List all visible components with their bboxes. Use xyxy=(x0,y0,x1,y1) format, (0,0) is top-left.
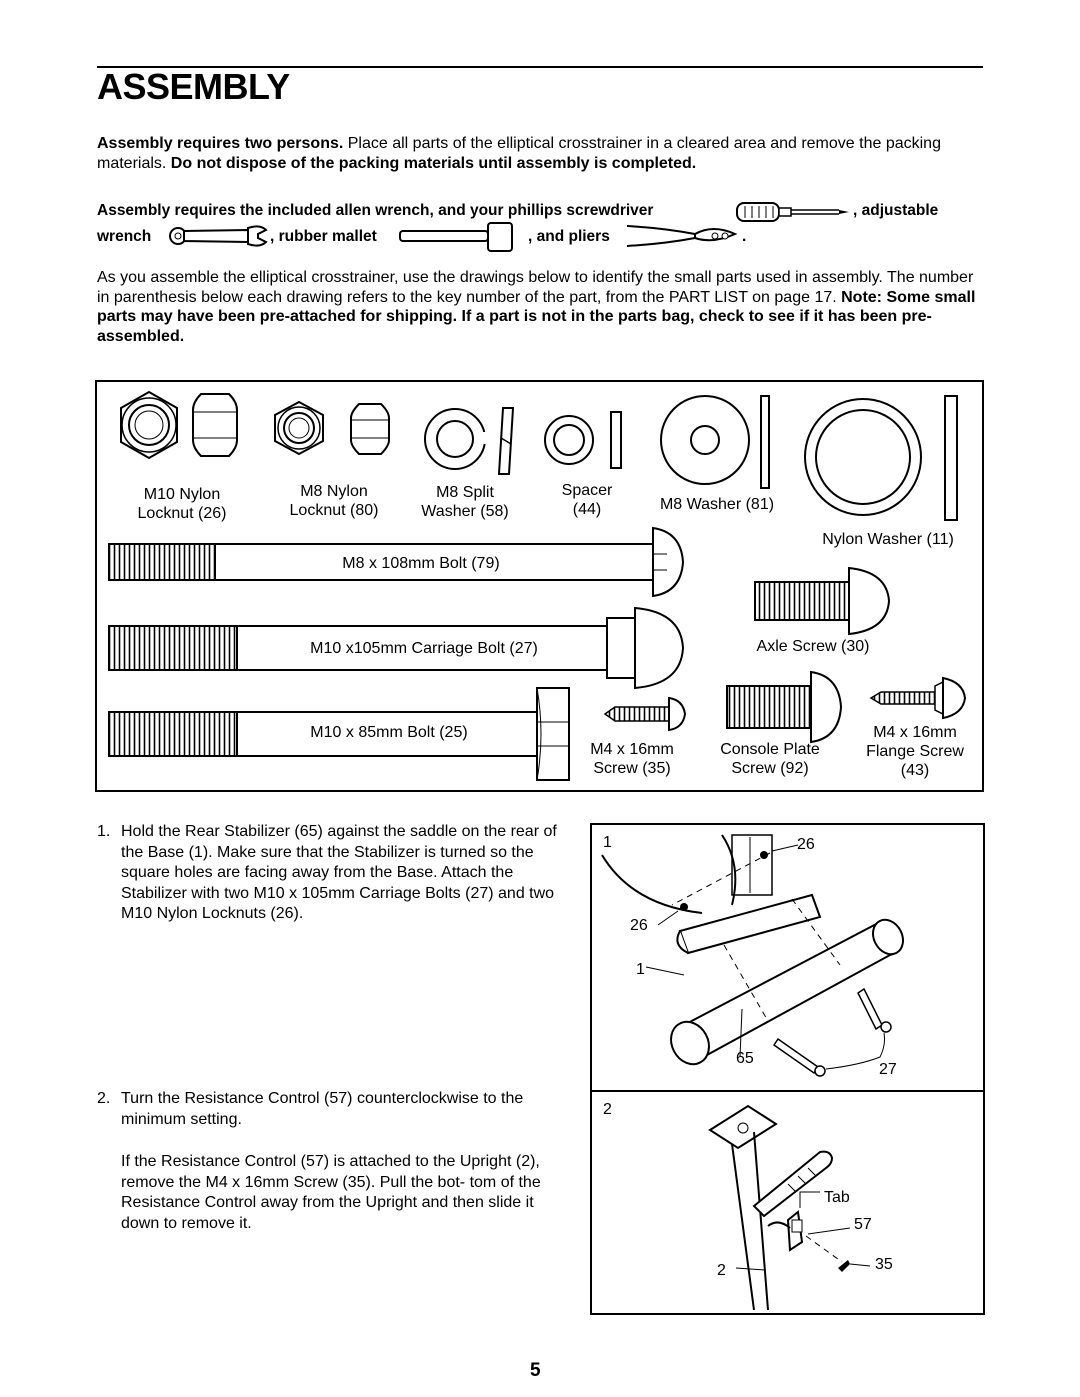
figure-2-step: 2 xyxy=(603,1101,612,1118)
m8-108mm-bolt-drawing xyxy=(108,526,685,598)
figure-1-label-b: 26 xyxy=(630,917,648,934)
intro-bold-1: Assembly requires two persons. xyxy=(97,135,344,152)
instructions-text: As you assemble the elliptical crosstrai… xyxy=(97,269,974,306)
rubber-mallet-icon xyxy=(399,222,513,252)
pliers-icon xyxy=(626,225,738,247)
label-axle-screw: Axle Screw (30) xyxy=(756,638,870,655)
figure-2: 2 Tab 57 2 35 xyxy=(590,1090,985,1315)
m8-locknut-drawing xyxy=(274,400,390,456)
instructions-paragraph: As you assemble the elliptical crosstrai… xyxy=(97,268,983,346)
label-m10-bolt: M10 x 85mm Bolt (25) xyxy=(310,724,468,741)
tools-lead: Assembly requires the included allen wre… xyxy=(97,202,654,219)
tools-adjustable: , adjustable xyxy=(853,202,939,219)
axle-screw-drawing xyxy=(754,566,891,636)
spacer-drawing xyxy=(544,411,622,469)
step-2-number: 2. xyxy=(97,1090,111,1107)
figure-2-label-tab: Tab xyxy=(824,1189,850,1206)
parts-drawings xyxy=(108,390,967,781)
step-2: 2. Turn the Resistance Control (57) coun… xyxy=(97,1089,567,1234)
figure-1-drawing xyxy=(601,834,904,1077)
step-1-number: 1. xyxy=(97,823,111,840)
figure-1-label-a: 26 xyxy=(797,836,815,853)
m10-locknut-drawing xyxy=(120,390,238,460)
console-plate-screw-drawing xyxy=(726,670,843,744)
figure-2-label-57: 57 xyxy=(854,1216,872,1233)
nylon-washer-drawing xyxy=(804,395,958,521)
m4-screw-drawing xyxy=(603,696,687,732)
m10-carriage-bolt-drawing xyxy=(108,606,685,690)
label-m8-washer: M8 Washer (81) xyxy=(659,496,775,513)
adjustable-wrench-icon xyxy=(169,225,268,247)
figure-2-label-2: 2 xyxy=(717,1262,726,1279)
m4-flange-screw-drawing xyxy=(869,676,967,720)
title-rule xyxy=(97,66,983,68)
intro-bold-2: Do not dispose of the packing materials … xyxy=(170,154,697,172)
figure-2-label-35: 35 xyxy=(875,1256,893,1273)
label-spacer: Spacer(44) xyxy=(561,482,613,518)
tools-mallet-label: , rubber mallet xyxy=(270,228,377,245)
figure-1-step: 1 xyxy=(603,834,612,851)
label-nylon-washer: Nylon Washer (11) xyxy=(822,531,954,548)
label-m8-bolt: M8 x 108mm Bolt (79) xyxy=(342,555,500,572)
figure-1: 1 26 26 1 65 27 xyxy=(590,823,985,1092)
screwdriver-icon xyxy=(736,202,849,222)
label-carriage-bolt: M10 x105mm Carriage Bolt (27) xyxy=(310,640,538,657)
m8-split-washer-drawing xyxy=(424,407,515,475)
step-2-text-2: If the Resistance Control (57) is attach… xyxy=(121,1153,541,1232)
figure-1-label-c: 1 xyxy=(636,961,645,978)
step-1: 1. Hold the Rear Stabilizer (65) against… xyxy=(97,822,567,925)
intro-text-1: Place all parts of the elliptical crosst… xyxy=(97,135,941,172)
tools-line-1: Assembly requires the included allen wre… xyxy=(97,202,653,220)
page-title: ASSEMBLY xyxy=(97,66,290,107)
step-1-text: Hold the Rear Stabilizer (65) against th… xyxy=(121,823,557,922)
intro-paragraph: Assembly requires two persons. Place all… xyxy=(97,134,983,173)
m10-85mm-bolt-drawing xyxy=(108,687,570,781)
tools-pliers-label: , and pliers xyxy=(528,228,610,245)
figure-1-label-e: 27 xyxy=(879,1061,897,1078)
m8-washer-drawing xyxy=(660,395,770,489)
step-2-text: Turn the Resistance Control (57) counter… xyxy=(121,1090,524,1128)
figure-2-drawing xyxy=(708,1104,871,1311)
figure-1-label-d: 65 xyxy=(736,1050,754,1067)
instructions-note: Note: Some small parts may have been pre… xyxy=(97,288,976,345)
page-number: 5 xyxy=(530,1360,541,1381)
tools-period: . xyxy=(742,228,747,245)
tools-wrench-label: wrench xyxy=(97,228,152,245)
